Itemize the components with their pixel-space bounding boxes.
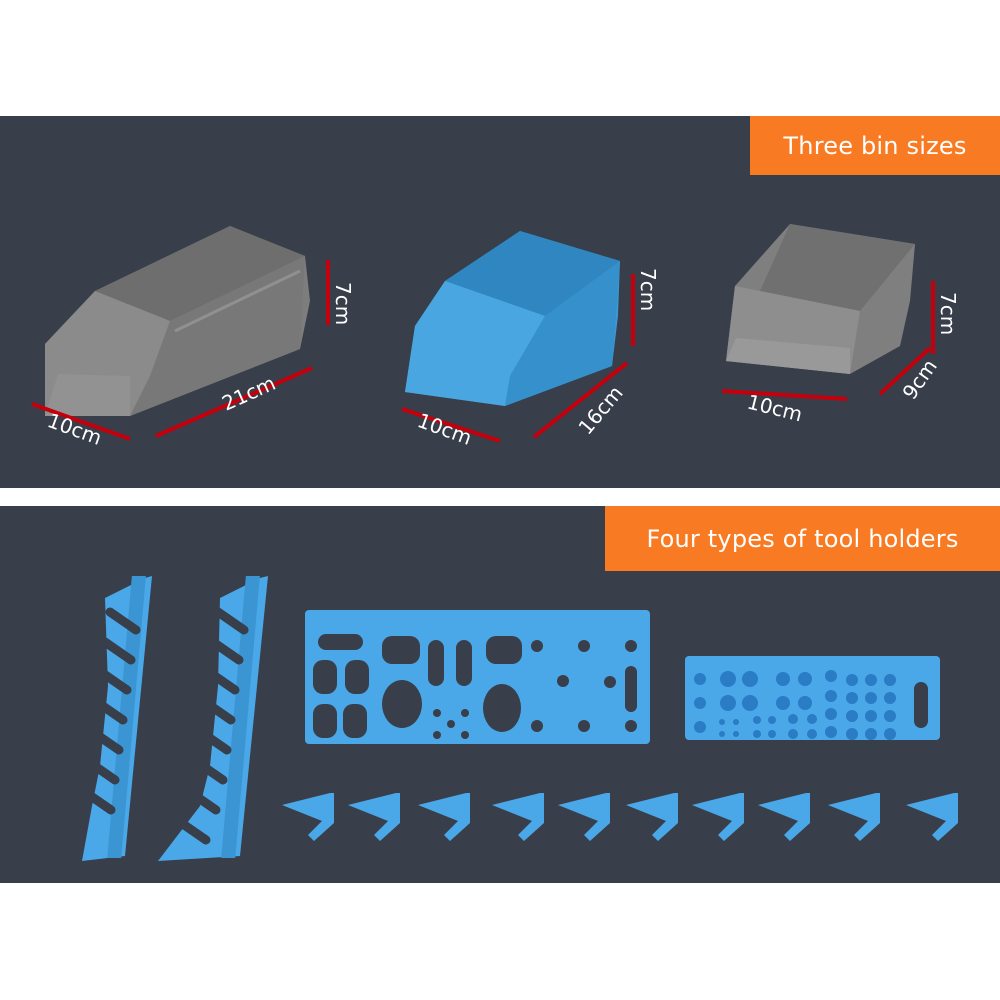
tool-holders-panel: Four types of tool holders xyxy=(0,506,1000,883)
hook xyxy=(828,793,880,841)
hook xyxy=(282,793,334,841)
medium-bin-length-label: 16cm xyxy=(573,381,627,439)
medium-bin xyxy=(405,231,620,406)
large-bin-height-label: 7cm xyxy=(331,282,355,325)
bin-sizes-banner: Three bin sizes xyxy=(750,116,1000,175)
medium-bin-depth-label: 10cm xyxy=(414,408,475,450)
tool-holders-banner: Four types of tool holders xyxy=(605,506,1000,571)
large-bin xyxy=(45,226,310,416)
small-bin xyxy=(726,224,915,374)
hooks-row xyxy=(282,793,958,841)
hook xyxy=(758,793,810,841)
hook xyxy=(418,793,470,841)
socket-holder xyxy=(685,656,940,740)
small-bin-depth-label: 9cm xyxy=(897,355,941,404)
tool-holders-title: Four types of tool holders xyxy=(646,524,959,553)
bin-sizes-title: Three bin sizes xyxy=(783,131,967,160)
hook xyxy=(348,793,400,841)
wrench-rack-2 xyxy=(158,576,268,861)
bins-illustration: 7cm 10cm 21cm 7cm 10cm 16cm 7cm 10cm 9cm xyxy=(31,224,960,450)
hook xyxy=(558,793,610,841)
holders-illustration xyxy=(80,576,958,861)
hook xyxy=(626,793,678,841)
hook xyxy=(692,793,744,841)
bin-sizes-panel: Three bin sizes 7cm 10cm 21cm 7cm 10cm xyxy=(0,116,1000,488)
medium-bin-height-label: 7cm xyxy=(636,268,660,311)
hook xyxy=(492,793,544,841)
hook xyxy=(906,793,958,841)
screwdriver-plate xyxy=(305,610,650,744)
wrench-rack-1 xyxy=(80,576,152,861)
small-bin-height-label: 7cm xyxy=(936,292,960,335)
